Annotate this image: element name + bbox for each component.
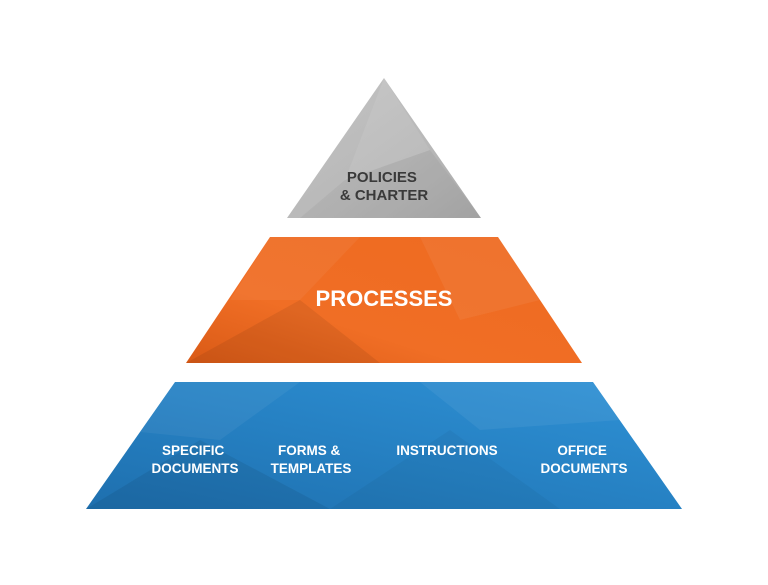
- tier-bottom-item-line: TEMPLATES: [271, 461, 352, 476]
- tier-middle-facet: [230, 237, 360, 300]
- tier-bottom-item-line: OFFICE: [557, 443, 607, 458]
- tier-bottom-facet: [86, 440, 330, 509]
- tier-top-label-line: POLICIES: [347, 169, 417, 186]
- tier-middle-facet: [420, 237, 540, 320]
- pyramid-tier-top: POLICIES & CHARTER: [287, 78, 481, 218]
- tier-bottom-shape: [86, 382, 682, 509]
- tier-bottom-item-line: FORMS &: [278, 443, 340, 458]
- tier-bottom-item-line: INSTRUCTIONS: [396, 443, 497, 458]
- pyramid-tier-middle: PROCESSES: [186, 237, 582, 363]
- tier-top-facet: [300, 150, 481, 218]
- tier-bottom-item-office-documents: OFFICE DOCUMENTS: [541, 443, 628, 476]
- tier-top-label: POLICIES & CHARTER: [340, 169, 428, 204]
- tier-top-facet: [345, 78, 430, 180]
- tier-bottom-item-line: SPECIFIC: [162, 443, 225, 458]
- tier-middle-shape: [186, 237, 582, 363]
- tier-bottom-item-specific-documents: SPECIFIC DOCUMENTS: [152, 443, 239, 476]
- tier-top-shape: [287, 78, 481, 218]
- tier-bottom-item-instructions: INSTRUCTIONS: [396, 443, 497, 458]
- pyramid-tier-bottom: SPECIFIC DOCUMENTS FORMS & TEMPLATES INS…: [86, 382, 682, 509]
- tier-bottom-item-line: DOCUMENTS: [152, 461, 239, 476]
- tier-middle-facet: [186, 300, 380, 363]
- tier-bottom-item-line: DOCUMENTS: [541, 461, 628, 476]
- tier-middle-label: PROCESSES: [316, 286, 453, 311]
- tier-bottom-item-forms-templates: FORMS & TEMPLATES: [271, 443, 352, 476]
- tier-bottom-facet: [330, 430, 560, 509]
- tier-bottom-facet: [420, 382, 620, 430]
- tier-bottom-facet: [140, 382, 300, 440]
- tier-top-label-line: & CHARTER: [340, 187, 428, 204]
